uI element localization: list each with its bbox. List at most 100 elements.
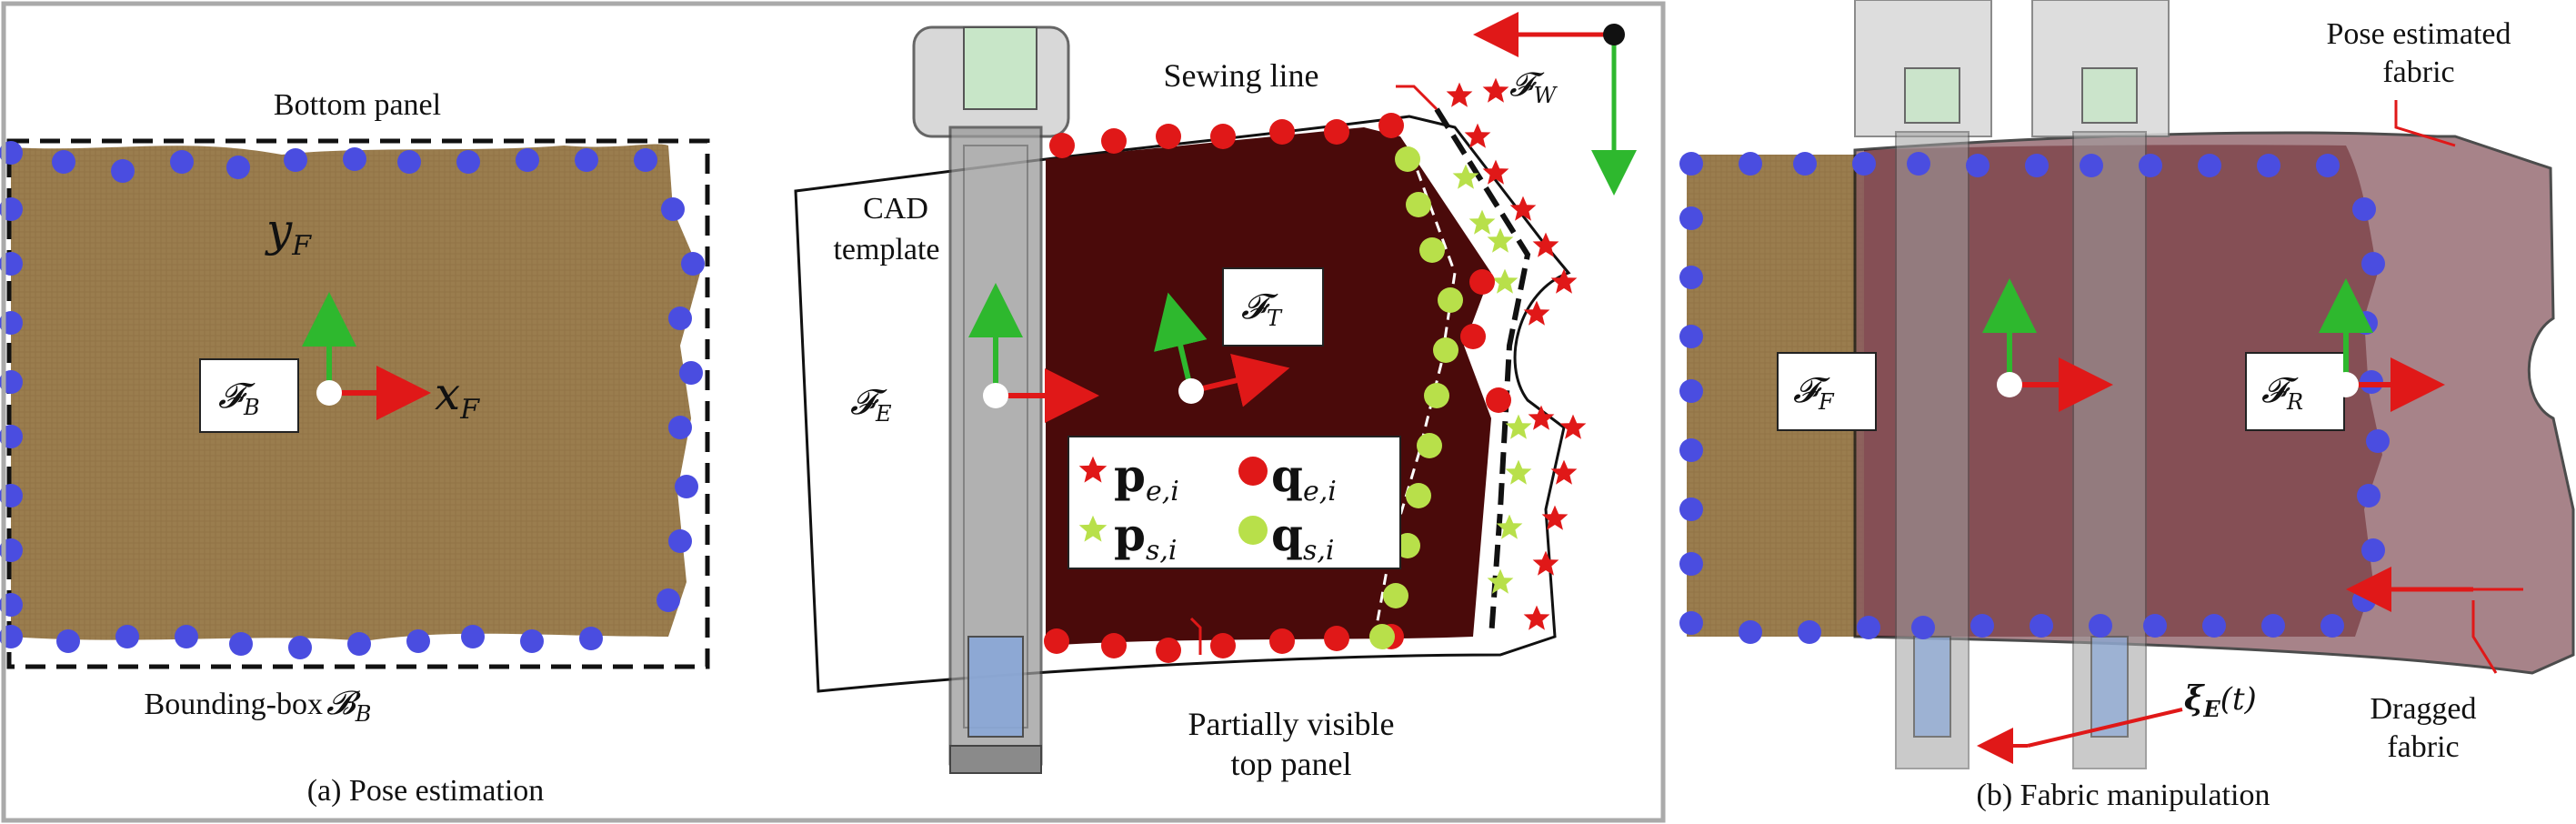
legend-box: pe,i qe,i ps,i qs,i [1067, 436, 1401, 569]
boundary-point [2025, 154, 2049, 177]
edge-point-q [1049, 133, 1075, 158]
panel-a-pose-estimation: Bottom panel Bounding-box 𝓑B yF xF 𝓕B (a… [0, 88, 710, 808]
sewing-point-q [1395, 146, 1420, 172]
sewing-point-q [1419, 237, 1445, 263]
boundary-point [2366, 429, 2390, 453]
xi-pointer [2027, 708, 2183, 748]
edge-dashed-line [1434, 107, 1531, 638]
panel-b-fabric-manipulation: 𝓕F 𝓕R Pose estimated fabric Dragged fabr… [1679, 0, 2575, 812]
dragged-label-2: fabric [2387, 730, 2459, 764]
bbox-symbol: 𝓑B [326, 685, 371, 727]
boundary-point [668, 416, 692, 439]
edge-point-q [1210, 633, 1236, 658]
frame-b-origin [316, 380, 342, 406]
boundary-point [1907, 152, 1930, 176]
boundary-point [288, 636, 312, 659]
boundary-point [1679, 552, 1703, 576]
boundary-point [1857, 616, 1880, 639]
edge-point-q [1469, 269, 1495, 295]
boundary-point [1852, 152, 1876, 176]
boundary-point [397, 150, 421, 174]
legend-q-e: qe,i [1271, 448, 1337, 507]
edge-point-q [1269, 119, 1295, 145]
sewing-point-q [1433, 337, 1458, 363]
dragged-pointer [2471, 588, 2523, 674]
panel-mid-sewing: Sewing line CAD template 𝓕W 𝓕E 𝓕T pe,i q… [794, 12, 1637, 782]
boundary-point [1966, 154, 1990, 177]
x-axis-label: xF [435, 367, 480, 426]
bounding-box-label: Bounding-box [145, 688, 323, 721]
bounding-box [6, 138, 710, 669]
boundary-point [2361, 538, 2385, 562]
sewing-point-q [1406, 483, 1431, 508]
sewing-point-q [1417, 433, 1442, 458]
boundary-point [111, 159, 135, 183]
boundary-point [2089, 614, 2112, 638]
boundary-point [1739, 152, 1762, 176]
boundary-point [2257, 154, 2280, 177]
panel-a-frame [1, 1, 1666, 823]
legend-p-s: ps,i [1114, 507, 1178, 567]
boundary-point [2361, 252, 2385, 276]
edge-point-p [1446, 82, 1473, 107]
edge-point-p [1559, 414, 1587, 439]
frame-t-x-arrow [1190, 354, 1290, 407]
y-axis-label: yF [265, 204, 312, 262]
frame-t-label: 𝓕T [1241, 286, 1283, 331]
boundary-point [2320, 614, 2344, 638]
pose-estimated-label-1: Pose estimated [2326, 17, 2511, 51]
edge-point-q [1101, 633, 1127, 658]
boundary-point [226, 156, 250, 179]
boundary-point [2316, 154, 2340, 177]
boundary-point [520, 629, 544, 653]
sewing-point-q [1383, 583, 1408, 608]
boundary-point [2198, 154, 2221, 177]
boundary-point [115, 625, 139, 648]
boundary-point [516, 148, 539, 172]
frame-w-label: 𝓕W [1509, 66, 1559, 108]
boundary-point [1679, 438, 1703, 462]
sewing-point-q [1424, 383, 1449, 408]
boundary-point [284, 148, 307, 172]
boundary-point [175, 625, 198, 648]
boundary-point [2202, 614, 2226, 638]
frame-r-origin [2333, 372, 2359, 397]
boundary-point [657, 588, 680, 612]
boundary-point [461, 625, 485, 648]
boundary-point [1679, 206, 1703, 230]
sewing-point-q [1369, 624, 1395, 649]
legend-q-s: qs,i [1271, 507, 1335, 567]
cad-label-1: CAD [863, 192, 928, 226]
boundary-point [1793, 152, 1817, 176]
boundary-point [1679, 379, 1703, 403]
sewing-line-pointer [1396, 85, 1438, 111]
edge-point-q [1486, 387, 1511, 413]
boundary-point [2357, 484, 2381, 507]
edge-point-q [1156, 124, 1181, 149]
boundary-point [343, 147, 366, 171]
bottom-panel-label: Bottom panel [274, 88, 441, 122]
boundary-point [661, 197, 685, 221]
tan-fabric [1687, 155, 1864, 637]
legend-red-dot [1238, 457, 1268, 486]
boundary-point [1911, 616, 1935, 639]
edge-point-q [1156, 638, 1181, 663]
boundary-point [1679, 325, 1703, 348]
partial-label-2: top panel [1231, 746, 1352, 782]
boundary-point [52, 150, 75, 174]
boundary-point [2139, 154, 2162, 177]
boundary-point [1679, 611, 1703, 635]
robot-arm-b [2031, 0, 2170, 769]
cad-label-2: template [833, 233, 939, 266]
frame-t-y-arrow [1154, 292, 1208, 392]
frame-f-box [1777, 352, 1877, 431]
boundary-point [2261, 614, 2285, 638]
edge-point-p [1482, 77, 1509, 103]
boundary-point [675, 475, 698, 498]
frame-r-box [2245, 352, 2345, 431]
boundary-point [2354, 311, 2378, 335]
robot-arm-a [1854, 0, 1992, 769]
edge-point-q [1460, 324, 1486, 349]
boundary-point [456, 150, 480, 174]
